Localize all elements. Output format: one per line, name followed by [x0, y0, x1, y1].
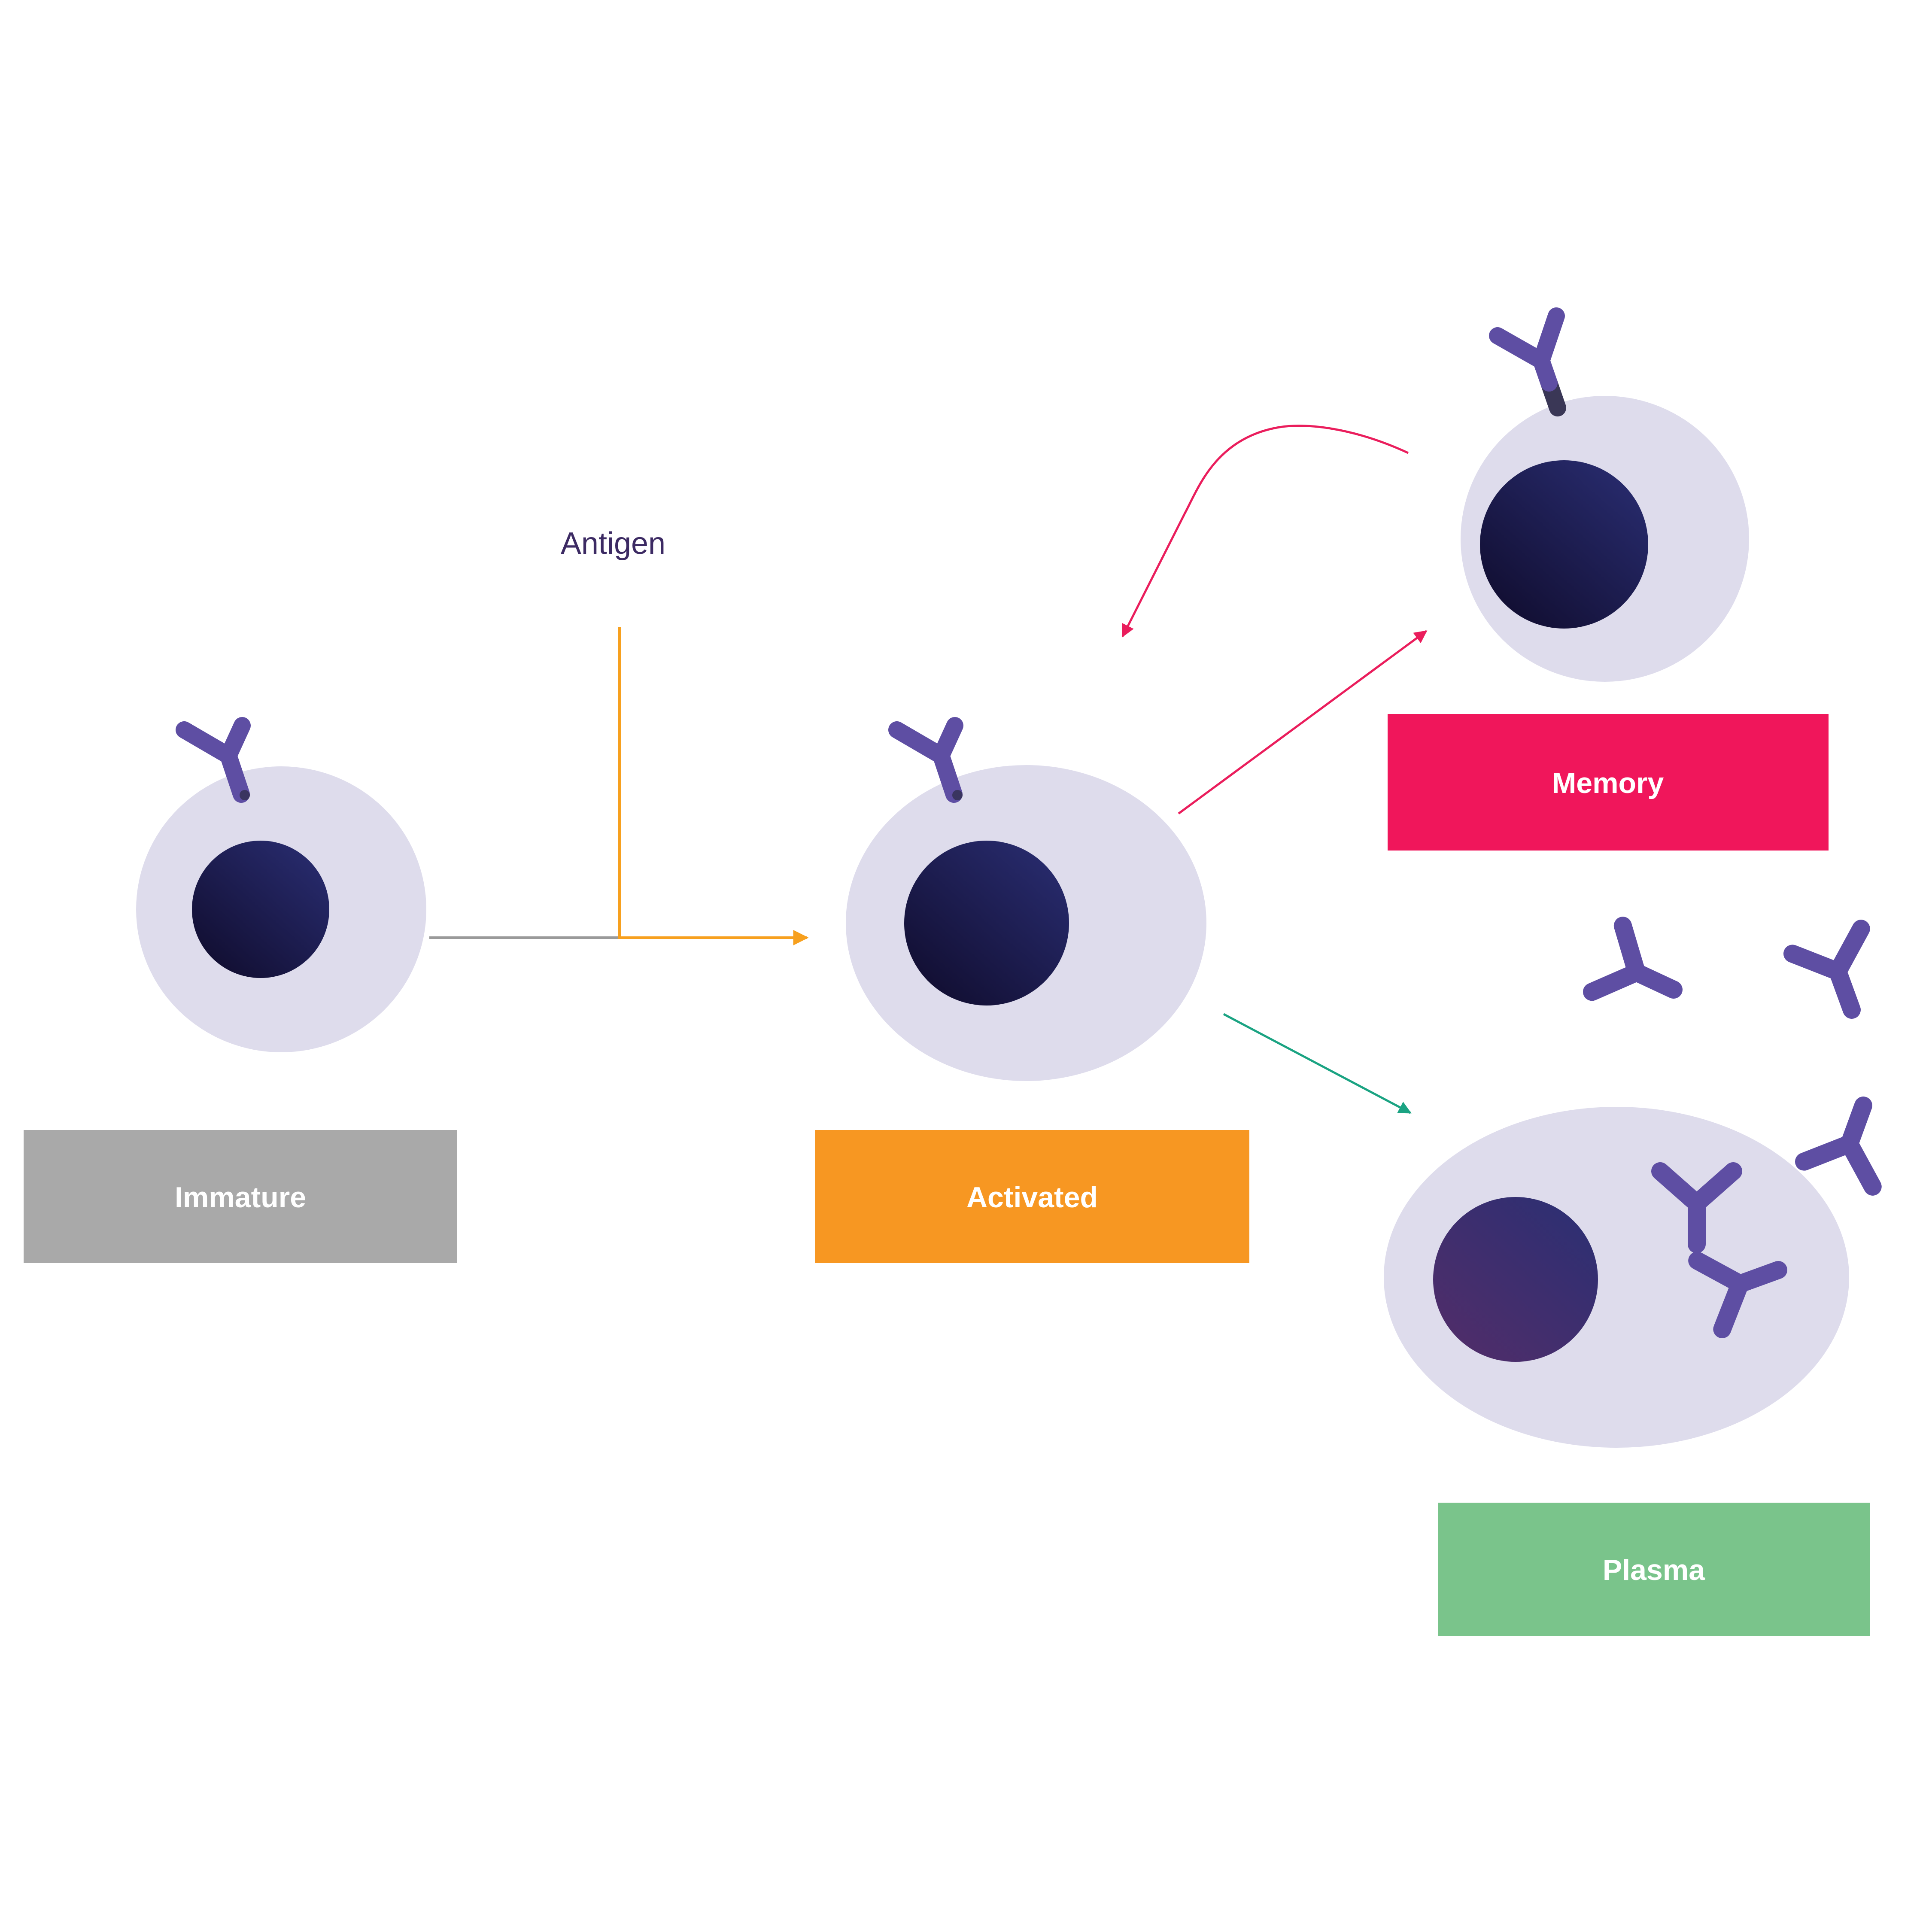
antibody-icon: [1795, 1097, 1882, 1196]
activated-cell-nucleus: [904, 841, 1069, 1005]
antigen-label: Antigen: [561, 526, 665, 561]
activated-cell-receptor-icon: [897, 726, 963, 800]
immature-stage-label: Immature: [175, 1181, 306, 1214]
plasma-cell: [1384, 1107, 1849, 1448]
plasma-stage-box: Plasma: [1438, 1503, 1870, 1636]
immature-stage-box: Immature: [24, 1130, 457, 1263]
memory-stage-label: Memory: [1552, 767, 1664, 799]
activated-stage-box: Activated: [815, 1130, 1249, 1263]
antibody-icon: [1583, 917, 1683, 1001]
immature-cell-nucleus: [192, 841, 329, 978]
activated-stage-label: Activated: [966, 1181, 1098, 1214]
antibody-icon: [1783, 920, 1870, 1019]
memory-cell: [1461, 307, 1749, 682]
memory-cell-nucleus: [1480, 460, 1648, 629]
secreted-antibodies: [1583, 917, 1882, 1196]
plasma-cell-body: [1384, 1107, 1849, 1448]
immature-cell-receptor-icon: [184, 726, 250, 800]
memory-feedback-arrow: [1121, 425, 1409, 638]
plasma-cell-nucleus: [1433, 1197, 1598, 1362]
antibody-icon: [1688, 1252, 1787, 1339]
activated-cell: [846, 726, 1206, 1081]
antigen-arrow: [618, 627, 809, 945]
plasma-stage-label: Plasma: [1603, 1554, 1705, 1586]
immature-cell: [136, 726, 426, 1052]
antibody-icon: [1651, 1162, 1742, 1253]
memory-cell-receptor-icon: [1489, 307, 1566, 416]
memory-stage-box: Memory: [1388, 714, 1829, 851]
plasma-arrow: [1223, 1013, 1412, 1114]
memory-arrow: [1178, 630, 1428, 815]
